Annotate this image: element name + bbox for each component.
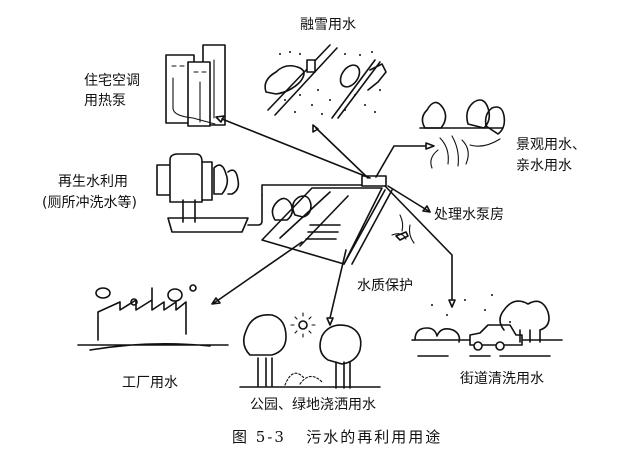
label-pump-house: 处理水泵房 xyxy=(434,207,504,223)
street-cleaning-illustration xyxy=(411,294,563,357)
label-street-cleaning: 街道清洗用水 xyxy=(460,371,544,387)
factory-illustration xyxy=(77,284,229,351)
label-snow-melting: 融雪用水 xyxy=(300,17,356,33)
label-landscape-line2: 亲水用水 xyxy=(516,158,572,174)
recycled-water-building-illustration xyxy=(156,153,363,233)
arrow-to-landscape xyxy=(375,145,427,178)
landscape-river-illustration xyxy=(419,99,506,169)
label-water-protection: 水质保护 xyxy=(357,278,413,294)
label-heat-pump-line1: 住宅空调 xyxy=(84,73,140,89)
snow-melting-illustration xyxy=(264,44,387,119)
arrow-to-park xyxy=(329,249,347,319)
residential-buildings-illustration xyxy=(165,44,226,127)
arrow-to-street xyxy=(384,185,453,301)
label-industrial: 工厂用水 xyxy=(122,375,178,391)
treatment-site-illustration xyxy=(261,175,415,265)
park-illustration xyxy=(239,312,381,389)
caption-number: 图 5-3 xyxy=(232,428,286,446)
label-recycled-line1: 再生水利用 xyxy=(58,174,128,190)
label-park-irrigation: 公园、绿地浇洒用水 xyxy=(250,397,376,413)
distribution-arrows xyxy=(211,115,456,326)
sun-icon xyxy=(298,320,308,330)
arrow-to-pump-house xyxy=(387,185,431,213)
label-landscape-line1: 景观用水、 xyxy=(516,137,586,153)
arrow-to-heat-pump xyxy=(221,118,371,179)
figure-caption: 图 5-3 污水的再利用用途 xyxy=(232,426,442,447)
label-recycled-line2: (厕所冲洗水等) xyxy=(42,195,137,211)
label-heat-pump-line2: 用热泵 xyxy=(84,93,126,109)
arrow-to-snow-melting xyxy=(315,127,369,179)
arrow-to-factory xyxy=(213,241,303,304)
caption-title: 污水的再利用用途 xyxy=(306,428,443,446)
pump-house-icon xyxy=(361,175,387,187)
